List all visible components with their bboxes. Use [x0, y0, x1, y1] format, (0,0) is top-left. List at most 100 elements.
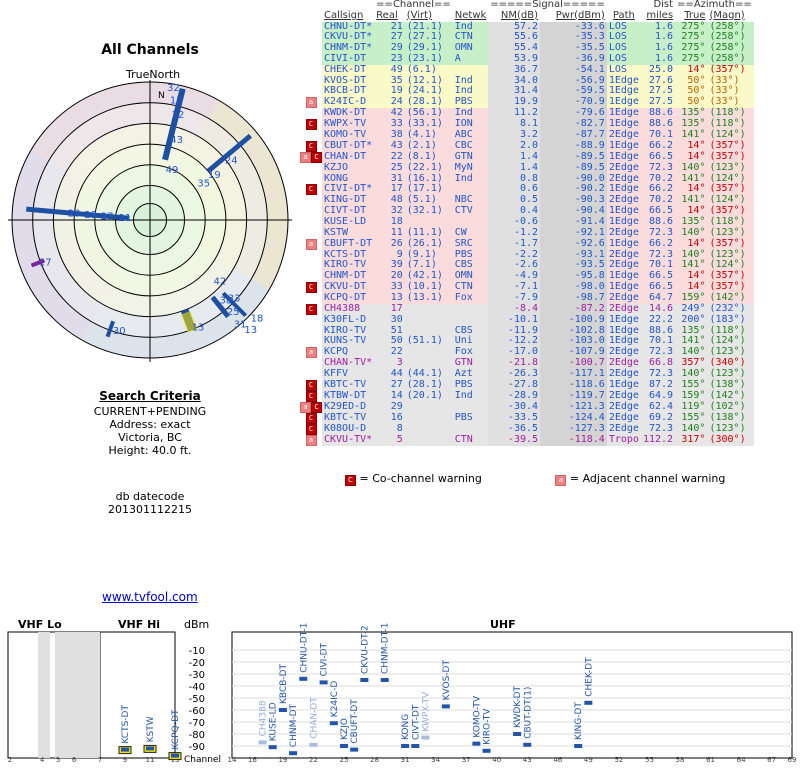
cell-magn: (357°): [707, 281, 754, 293]
cell-pwr: -98.7: [540, 292, 607, 304]
cell-virt: (29.1): [404, 42, 453, 54]
cell-real: 29: [374, 42, 405, 54]
station-table-wrap: ==Channel== =====Signal===== Dist ==Azim…: [300, 0, 800, 446]
cell-virt: [404, 401, 453, 413]
criteria-line: Height: 40.0 ft.: [108, 444, 192, 457]
cochannel-warning-icon: C: [311, 401, 322, 413]
cell-path: 1Edge: [606, 107, 641, 119]
cell-net: [452, 314, 489, 326]
cell-pwr: -118.6: [540, 379, 607, 391]
cell-nm: 0.8: [488, 173, 541, 185]
cell-virt: [404, 358, 453, 369]
cell-call: KSTW: [322, 227, 375, 239]
warning-cell: [300, 250, 322, 261]
cochannel-warning-icon: C: [305, 390, 317, 402]
cell-true: 140°: [675, 249, 708, 261]
cell-path: 1Edge: [606, 139, 641, 152]
cell-dist: 66.5: [640, 270, 676, 282]
channel-bar-label: CBUFT-DT: [350, 699, 360, 744]
cell-path: 2Edge: [606, 389, 641, 402]
cell-net: [452, 64, 489, 76]
cell-virt: [404, 423, 453, 435]
channel-bar: [401, 744, 410, 748]
cell-real: 27: [374, 32, 405, 44]
cell-call: KBCB-DT: [322, 86, 375, 98]
cell-pwr: -35.5: [540, 42, 607, 54]
channel-bar: [340, 744, 348, 748]
warning-cell: C: [300, 118, 322, 130]
x-tick-label: 6: [72, 756, 77, 764]
cell-nm: -28.9: [488, 390, 541, 402]
cell-magn: (33°): [707, 96, 754, 109]
cell-dist: 1.6: [640, 53, 676, 65]
polar-channel-label: 13: [192, 322, 205, 333]
cell-true: 141°: [675, 260, 708, 272]
cell-nm: -10.1: [488, 314, 541, 326]
cell-net: [452, 401, 489, 413]
x-tick-label: 61: [706, 756, 715, 764]
cell-true: 275°: [675, 21, 708, 33]
warning-cell: [300, 163, 322, 174]
cochannel-warning-icon: C: [305, 184, 317, 196]
cell-path: 1Edge: [606, 183, 641, 196]
cell-net: Fox: [452, 292, 489, 304]
uhf-label: UHF: [490, 618, 516, 631]
cell-net: [452, 216, 489, 228]
cell-path: 1Edge: [606, 205, 641, 217]
group-header-azimuth: Azimuth: [693, 0, 736, 10]
cell-nm: -17.0: [488, 346, 541, 359]
cell-path: 2Edge: [606, 291, 641, 304]
channel-bar: [513, 732, 522, 736]
cell-nm: 1.4: [488, 151, 541, 163]
cell-path: 2Edge: [606, 302, 641, 315]
adjacent-warning-icon: a: [300, 401, 311, 413]
cell-call: K08OU-D: [322, 423, 375, 435]
cell-dist: 22.2: [640, 314, 676, 326]
cell-pwr: -87.2: [540, 303, 607, 315]
channel-bar-label: KIRO-TV: [483, 708, 493, 745]
cell-net: PBS: [452, 249, 489, 261]
cell-true: 14°: [675, 64, 708, 76]
cell-dist: 66.5: [640, 151, 676, 163]
cell-call: KIRO-TV: [322, 325, 375, 337]
cell-net: CTV: [452, 205, 489, 217]
tvfool-link[interactable]: www.tvfool.com: [102, 590, 198, 604]
cell-real: 22: [374, 151, 405, 163]
cell-magn: (300°): [707, 434, 754, 446]
cell-net: Ind: [452, 86, 489, 98]
cell-nm: -11.9: [488, 325, 541, 337]
cell-magn: (357°): [707, 205, 754, 217]
cell-nm: 1.4: [488, 162, 541, 174]
cell-call: KOMO-TV: [322, 129, 375, 141]
cell-real: 42: [374, 107, 405, 119]
cell-pwr: -33.6: [540, 21, 607, 33]
cell-path: 2Edge: [606, 161, 641, 174]
cell-dist: 25.0: [640, 64, 676, 76]
cell-real: 24: [374, 96, 405, 109]
cell-real: 39: [374, 260, 405, 272]
cell-true: 140°: [675, 368, 708, 380]
channel-bar-label: CHAN-DT: [309, 697, 319, 739]
direction-bar: [162, 88, 186, 161]
cell-pwr: -118.4: [540, 434, 607, 446]
cell-virt: (28.1): [404, 96, 453, 109]
cell-call: CH4388: [322, 303, 375, 315]
x-tick-label: 16: [248, 756, 257, 764]
cell-net: NBC: [452, 195, 489, 207]
warning-cell: [300, 54, 322, 65]
channel-bar-label: KVOS-DT: [442, 660, 452, 701]
channel-bar-label: CHNM-DT-1: [381, 623, 391, 674]
criteria-heading: Search Criteria: [99, 389, 201, 403]
cell-real: 50: [374, 336, 405, 348]
adjacent-warning-icon: a: [300, 151, 311, 163]
cell-pwr: -88.9: [540, 140, 607, 152]
channel-bar: [472, 741, 481, 746]
cell-pwr: -93.5: [540, 260, 607, 272]
cell-true: 135°: [675, 107, 708, 119]
cell-true: 317°: [675, 434, 708, 446]
cell-call: KVOS-DT: [322, 75, 375, 87]
